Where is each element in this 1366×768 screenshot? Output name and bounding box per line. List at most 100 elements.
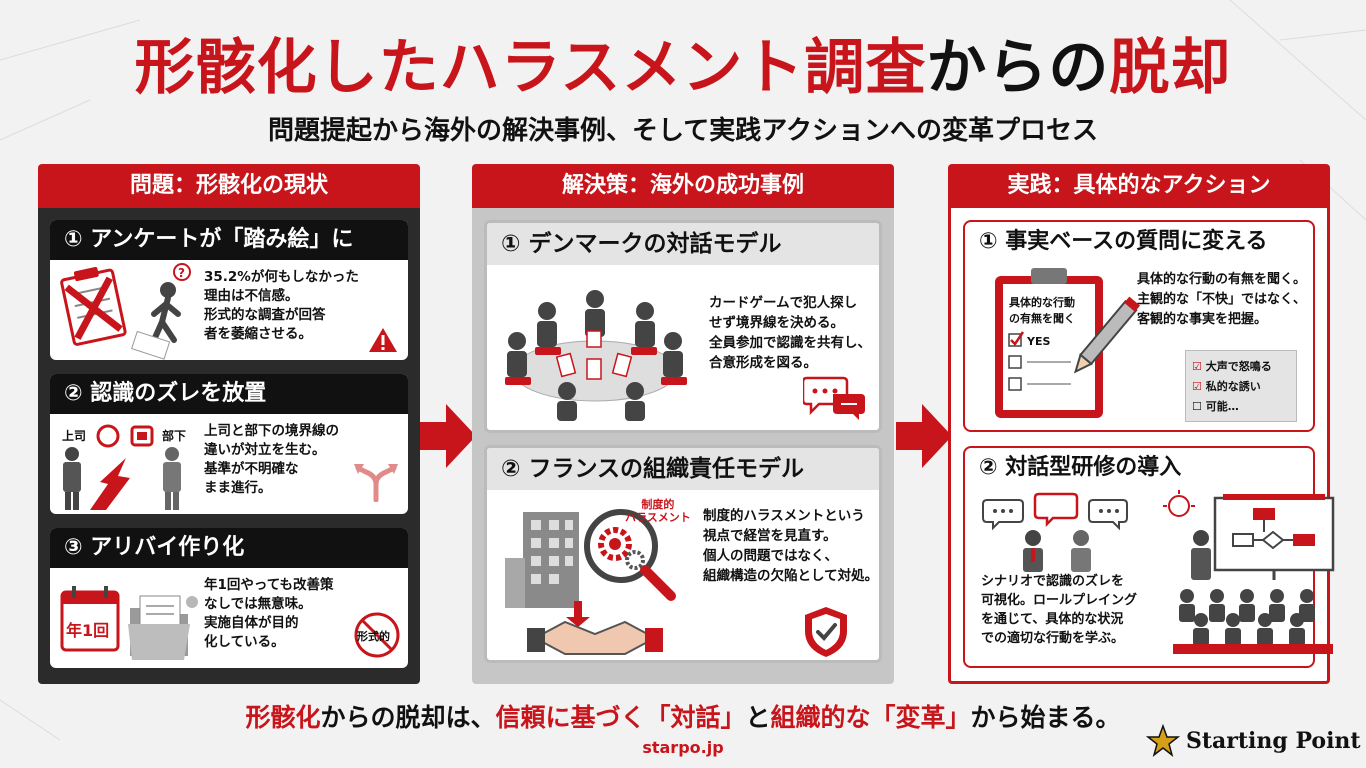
brand-logo: Starting Point bbox=[1146, 724, 1364, 758]
title-part-1: 形骸化した bbox=[134, 33, 440, 103]
france-line-4: 組織構造の欠陥として対処。 bbox=[703, 568, 879, 584]
solution-body: ① デンマークの対話モデル bbox=[472, 208, 894, 684]
calendar-label: 年1回 bbox=[66, 621, 109, 640]
problem-card-alibi: ③ アリバイ作り化 年1回 bbox=[50, 528, 408, 668]
problem-card-alibi-text: 年1回やっても改善策 なしでは無意味。 実施自体が目的 化している。 bbox=[200, 568, 408, 668]
alibi-line-1: 年1回やっても改善策 bbox=[204, 577, 334, 593]
institutional-harassment-label: 制度的 ハラスメント bbox=[625, 498, 691, 524]
solution-card-denmark-text: カードゲームで犯人探し せず境界線を決める。 全員参加で認識を共有し、 合意形成… bbox=[709, 293, 871, 373]
solution-column: 解決策：海外の成功事例 ① デンマークの対話モデル bbox=[472, 164, 894, 684]
clipboard-x-icon: ? bbox=[60, 263, 191, 360]
alibi-line-4: 化している。 bbox=[204, 634, 285, 650]
checklist-card: ☑ 大声で怒鳴る ☑ 私的な誘い ☐ 可能… bbox=[1185, 350, 1297, 422]
arrow-right-icon-2 bbox=[896, 404, 952, 468]
clipboard-pencil-icon: 具体的な行動 の有無を聞く YES bbox=[995, 268, 1141, 418]
warning-icon bbox=[369, 328, 397, 352]
france-line-1: 制度的ハラスメントという bbox=[703, 508, 865, 524]
checklist-item-2-text: 私的な誘い bbox=[1205, 380, 1261, 393]
stamp-label: 形式的 bbox=[357, 629, 390, 643]
arrow-right-icon bbox=[420, 404, 476, 468]
denmark-line-2: せず境界線を決める。 bbox=[709, 315, 844, 331]
practice-body: ① 事実ベースの質問に変える 具体的な行動 の有無を聞く YES bbox=[948, 208, 1335, 684]
tagline-part-1: 形骸化 bbox=[245, 703, 321, 732]
solution-heading: 解決策：海外の成功事例 bbox=[472, 164, 894, 208]
gap-line-3: 基準が不明確な bbox=[204, 461, 299, 477]
problem-card-survey: ① アンケートが「踏み絵」に bbox=[50, 220, 408, 360]
solution-card-france-title: ② フランスの組織責任モデル bbox=[487, 448, 879, 490]
gap-illustration: 上司 部下 bbox=[50, 414, 200, 514]
alibi-line-3: 実施自体が目的 bbox=[204, 615, 299, 631]
tagline: 形骸化からの脱却は、信頼に基づく「対話」と組織的な「変革」から始まる。 bbox=[0, 700, 1366, 736]
france-line-2: 視点で経営を見直す。 bbox=[703, 528, 837, 544]
problem-card-survey-text: 35.2%が何もしなかった 理由は不信感。 形式的な調査が回答 者を萎縮させる。 bbox=[200, 260, 408, 360]
checklist-item-3: ☐ 可能… bbox=[1192, 400, 1239, 413]
clip-line-1: 具体的な行動 bbox=[1009, 295, 1075, 309]
problem-card-gap-text: 上司と部下の境界線の 違いが対立を生む。 基準が不明確な まま進行。 bbox=[200, 414, 408, 514]
building-magnifier-icon bbox=[505, 509, 676, 655]
denmark-line-1: カードゲームで犯人探し bbox=[709, 295, 858, 311]
boss-subordinate-icon: 上司 部下 bbox=[62, 424, 186, 510]
page-title: 形骸化したハラスメント調査からの脱却 bbox=[0, 30, 1366, 106]
practice-card-training-text: シナリオで認識のズレを 可視化。ロールプレイング を通じて、具体的な状況 での適… bbox=[981, 572, 1137, 648]
gap-line-1: 上司と部下の境界線の bbox=[204, 423, 339, 439]
label-bottom: ハラスメント bbox=[625, 511, 691, 524]
training-line-1: シナリオで認識のズレを bbox=[981, 574, 1125, 589]
survey-illustration: ? bbox=[50, 260, 200, 360]
checklist-item-3-text: 可能… bbox=[1205, 400, 1239, 413]
solution-card-denmark-title: ① デンマークの対話モデル bbox=[487, 223, 879, 265]
formal-stamp-icon: 形式的 bbox=[354, 612, 400, 658]
brand-name: Starting Point bbox=[1186, 728, 1361, 754]
practice-card-training: ② 対話型研修の導入 bbox=[963, 446, 1335, 668]
clip-line-2: の有無を聞く bbox=[1009, 311, 1075, 325]
clip-yes: YES bbox=[1026, 335, 1050, 348]
fact-line-2: 主観的な「不快」ではなく、 bbox=[1137, 292, 1307, 307]
survey-line-2: 理由は不信感。 bbox=[204, 288, 299, 304]
tagline-part-5: と bbox=[745, 703, 771, 732]
site-url[interactable]: starpo.jp bbox=[642, 738, 724, 757]
problem-card-gap-title: ② 認識のズレを放置 bbox=[50, 374, 408, 414]
practice-card-training-title: ② 対話型研修の導入 bbox=[979, 455, 1182, 480]
split-arrow-icon bbox=[354, 464, 398, 502]
title-part-4: 脱却 bbox=[1109, 33, 1232, 103]
checklist-item-2: ☑ 私的な誘い bbox=[1192, 380, 1261, 393]
training-line-3: を通じて、具体的な状況 bbox=[981, 612, 1124, 627]
gap-line-4: まま進行。 bbox=[204, 480, 272, 496]
title-part-3: からの bbox=[926, 33, 1110, 103]
problem-column: 問題：形骸化の現状 ① アンケートが「踏み絵」に bbox=[38, 164, 420, 684]
checklist-item-1-text: 大声で怒鳴る bbox=[1205, 360, 1272, 373]
svg-text:?: ? bbox=[178, 266, 185, 280]
problem-card-gap: ② 認識のズレを放置 上司 部下 bbox=[50, 374, 408, 514]
solution-card-france-text: 制度的ハラスメントという 視点で経営を見直す。 個人の問題ではなく、 組織構造の… bbox=[703, 506, 878, 586]
fact-line-1: 具体的な行動の有無を聞く。 bbox=[1137, 272, 1307, 287]
solution-card-france: ② フランスの組織責任モデル bbox=[484, 445, 882, 663]
problem-body: ① アンケートが「踏み絵」に bbox=[38, 208, 420, 684]
tagline-part-8: から始まる。 bbox=[970, 703, 1121, 732]
round-table-meeting-icon bbox=[505, 290, 687, 421]
fact-line-3: 客観的な事実を把握。 bbox=[1137, 312, 1268, 327]
survey-line-3: 形式的な調査が回答 bbox=[204, 307, 326, 323]
practice-heading: 実践：具体的なアクション bbox=[948, 164, 1330, 208]
tagline-part-2: からの脱却は、 bbox=[320, 703, 496, 732]
presentation-audience-icon bbox=[1163, 490, 1335, 654]
solution-card-denmark: ① デンマークの対話モデル bbox=[484, 220, 882, 433]
tagline-part-4: 「対話」 bbox=[645, 703, 746, 732]
tagline-part-6: 組織的な bbox=[770, 703, 871, 732]
practice-card-fact-title: ① 事実ベースの質問に変える bbox=[979, 229, 1268, 254]
shield-check-icon bbox=[805, 607, 847, 657]
star-logo-icon bbox=[1146, 724, 1180, 757]
alibi-line-2: なしでは無意味。 bbox=[204, 596, 312, 612]
problem-card-survey-title: ① アンケートが「踏み絵」に bbox=[50, 220, 408, 260]
alibi-illustration: 年1回 bbox=[50, 568, 200, 668]
label-top: 制度的 bbox=[641, 498, 675, 511]
practice-card-fact-text: 具体的な行動の有無を聞く。 主観的な「不快」ではなく、 客観的な事実を把握。 bbox=[1137, 270, 1306, 330]
practice-column: 実践：具体的なアクション ① 事実ベースの質問に変える 具体的な行動 の有無を聞… bbox=[948, 164, 1335, 684]
problem-card-alibi-title: ③ アリバイ作り化 bbox=[50, 528, 408, 568]
gap-line-2: 違いが対立を生む。 bbox=[204, 442, 326, 458]
training-line-4: での適切な行動を学ぶ。 bbox=[981, 631, 1125, 646]
denmark-line-3: 全員参加で認識を共有し、 bbox=[709, 335, 871, 351]
survey-line-1: 35.2%が何もしなかった bbox=[204, 269, 359, 285]
problem-heading: 問題：形骸化の現状 bbox=[38, 164, 420, 208]
survey-line-4: 者を萎縮させる。 bbox=[204, 326, 312, 342]
practice-card-fact: ① 事実ベースの質問に変える 具体的な行動 の有無を聞く YES bbox=[963, 220, 1315, 432]
denmark-line-4: 合意形成を図る。 bbox=[709, 355, 817, 371]
